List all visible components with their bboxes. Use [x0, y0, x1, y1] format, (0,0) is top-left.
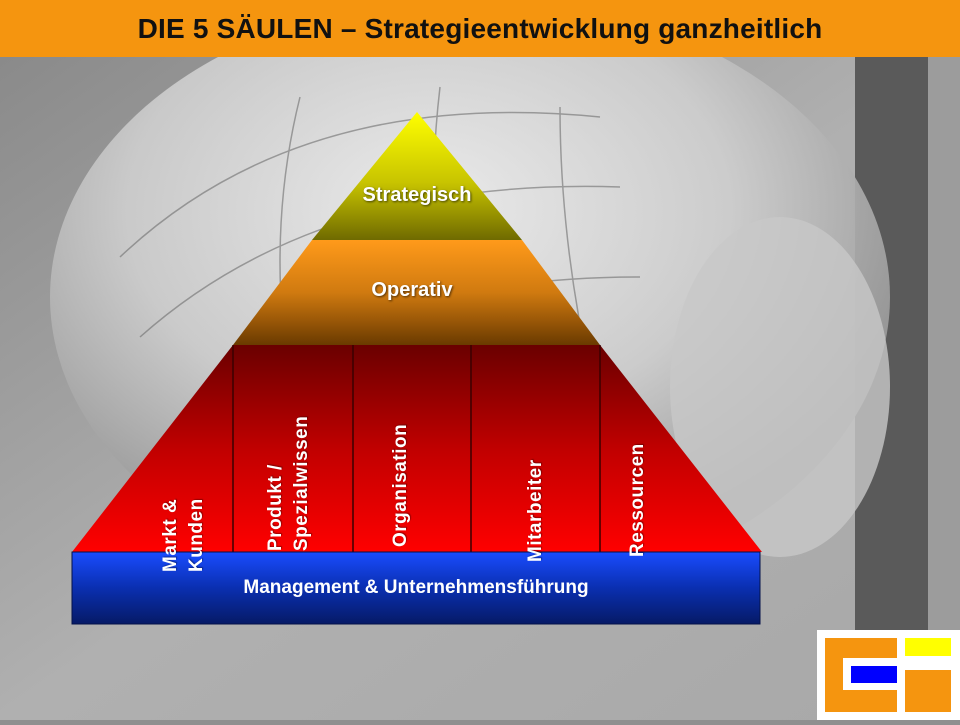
logo-yellow-block: [905, 638, 951, 656]
strategic-label: Strategisch: [362, 184, 472, 206]
strategic-tier: [312, 112, 522, 240]
operative-label: Operativ: [371, 279, 453, 301]
pillar-label-ressourcen: Ressourcen: [627, 443, 648, 557]
pillar-label-mitarbeiter: Mitarbeiter: [525, 459, 546, 562]
management-label: Management & Unternehmensführung: [243, 577, 589, 598]
title-bar: DIE 5 SÄULEN – Strategieentwicklung ganz…: [0, 0, 960, 57]
logo-blue-block: [851, 666, 897, 683]
company-logo: [817, 630, 960, 720]
pillar-organisation: [353, 345, 471, 552]
pillar-mitarbeiter: [471, 345, 600, 552]
pillar-label-produkt: Produkt / Spezialwissen: [265, 415, 312, 551]
operative-tier: [233, 240, 600, 345]
slide-title: DIE 5 SÄULEN – Strategieentwicklung ganz…: [137, 12, 823, 44]
pillar-produkt: [233, 345, 353, 552]
pillar-ressourcen: [600, 345, 762, 552]
pillar-markt-kunden: [72, 345, 233, 552]
pillar-label-organisation: Organisation: [390, 423, 411, 547]
pillar-label-markt-kunden: Markt & Kunden: [160, 498, 207, 572]
management-base: [71, 551, 761, 625]
